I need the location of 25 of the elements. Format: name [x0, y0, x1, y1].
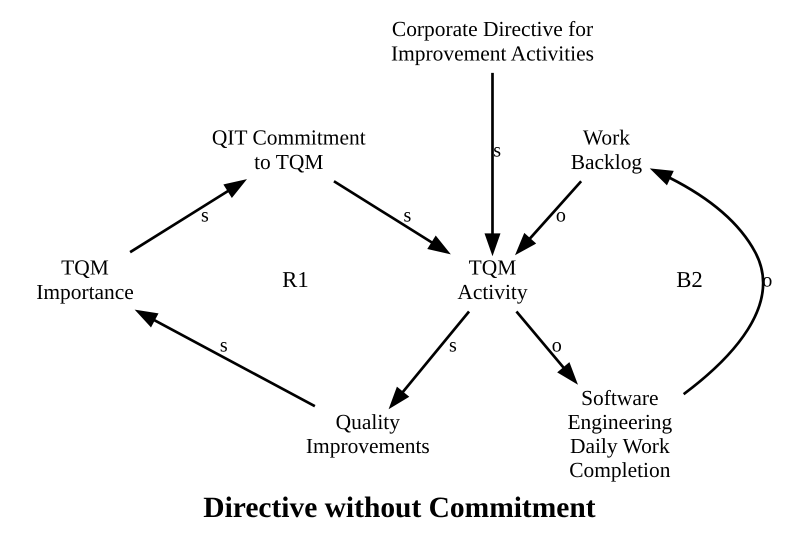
caption: Directive without Commitment [203, 492, 596, 524]
arrow [515, 310, 578, 385]
label: B2 [676, 267, 703, 292]
edge-label: s [449, 334, 457, 356]
node-text: TQM Activity [457, 256, 528, 304]
arrow [388, 310, 470, 410]
arrow [484, 72, 500, 256]
node-text: Software Engineering Daily Work Completion [567, 386, 672, 482]
node-text: Quality Improvements [306, 410, 430, 458]
edge-label: s [201, 204, 209, 226]
edge-label: o [552, 334, 562, 356]
node-text: QIT Commitment to TQM [212, 126, 366, 174]
edge-label: s [403, 204, 412, 226]
edge-label: s [493, 139, 502, 162]
node-text: Corporate Directive for Improvement Activities [390, 17, 594, 66]
edge-label: o [556, 204, 566, 226]
arrow [515, 180, 582, 256]
arrow [129, 179, 247, 254]
node-text: TQM Importance [36, 256, 134, 304]
arrow [134, 310, 316, 408]
node-text: Work Backlog [570, 126, 642, 174]
edge-label: s [220, 334, 228, 356]
label: R1 [282, 267, 309, 292]
arrow [333, 180, 451, 254]
arrow [650, 168, 764, 396]
